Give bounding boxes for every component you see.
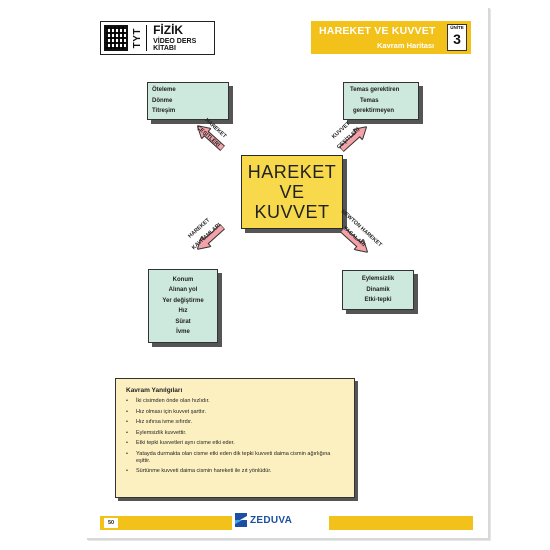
book-label: TYT FİZİK VİDEO DERS KİTABI <box>100 21 215 55</box>
node-item: Titreşim <box>152 108 176 115</box>
arrow-down-left-icon <box>196 223 226 251</box>
list-item: Yatayda durmakta olan cisme etki eden di… <box>124 451 346 465</box>
misconceptions-title: Kavram Yanılgıları <box>126 387 183 394</box>
topic-subtitle: Kavram Haritası <box>377 41 435 50</box>
list-item: Etki tepki kuvvetleri aynı cisme etki ed… <box>124 440 346 447</box>
book-page: TYT FİZİK VİDEO DERS KİTABI HAREKET VE K… <box>85 6 488 538</box>
footer-bar-right <box>329 516 473 530</box>
node-item: Alınan yol <box>168 287 198 293</box>
list-item: Hız sıfırsa ivme sıfırdır. <box>124 419 346 426</box>
unit-badge: ÜNİTE 3 <box>447 24 467 51</box>
footer-bar-left <box>100 516 232 530</box>
arrow-label: KUVVET ÇEŞİTLERİ <box>329 119 362 152</box>
node-item: Temas <box>360 97 379 104</box>
divider <box>145 25 148 51</box>
central-concept: HAREKET VE KUVVET <box>241 155 343 229</box>
node-item: İvme <box>176 329 190 335</box>
node-item: Yer değiştirme <box>162 297 204 304</box>
misconceptions-list: İki cisimden önde olan hızlıdır. Hız olm… <box>124 398 346 479</box>
node-item: Dönme <box>152 97 173 104</box>
topic-title: HAREKET VE KUVVET <box>319 25 436 37</box>
level-label: TYT <box>131 27 143 49</box>
arrow-up-left-icon <box>196 124 226 152</box>
book-title: VİDEO DERS KİTABI <box>153 38 197 52</box>
node-item: gerektirmeyen <box>353 108 395 115</box>
node-force-types: Temas gerektiren Temas gerektirmeyen <box>343 82 419 120</box>
node-motion-types: Öteleme Dönme Titreşim <box>147 82 229 120</box>
node-motion-concepts: Konum Alınan yol Yer değiştirme Hız Süra… <box>148 269 218 343</box>
list-item: İki cisimden önde olan hızlıdır. <box>124 398 346 405</box>
node-item: Eylemsizlik <box>361 276 395 283</box>
list-item: Sürtünme kuvveti daima cismin hareketi i… <box>124 468 346 475</box>
topic-banner: HAREKET VE KUVVET Kavram Haritası ÜNİTE … <box>311 21 471 54</box>
node-newton-laws: Eylemsizlik Dinamik Etki-tepki <box>342 270 414 310</box>
list-item: Hız olması için kuvvet şarttır. <box>124 409 346 416</box>
list-item: Eylemsizlik kuvvettir. <box>124 430 346 437</box>
arrow-down-right-icon <box>339 226 369 254</box>
subject-title: FİZİK <box>153 23 184 37</box>
page-number: 50 <box>104 518 118 528</box>
center-line: HAREKET <box>247 162 337 182</box>
unit-number: 3 <box>453 31 461 47</box>
center-line: VE <box>279 182 305 202</box>
unit-label: ÜNİTE <box>450 25 464 30</box>
node-item: Konum <box>172 276 194 283</box>
center-line: KUVVET <box>254 202 330 222</box>
node-item: Hız <box>178 308 188 314</box>
node-item: Öteleme <box>152 87 176 94</box>
node-item: Sürat <box>175 318 191 325</box>
arrow-up-right-icon <box>338 125 368 153</box>
node-item: Dinamik <box>366 286 390 293</box>
node-item: Etki-tepki <box>364 297 392 304</box>
qr-code-icon[interactable] <box>104 25 128 51</box>
brand-name: ZEDUVA <box>250 514 293 526</box>
node-item: Temas gerektiren <box>350 87 400 94</box>
misconceptions-box: Kavram Yanılgıları İki cisimden önde ola… <box>115 378 355 498</box>
brand-logo: ZEDUVA <box>235 513 292 527</box>
zeduva-logo-icon <box>235 513 247 527</box>
